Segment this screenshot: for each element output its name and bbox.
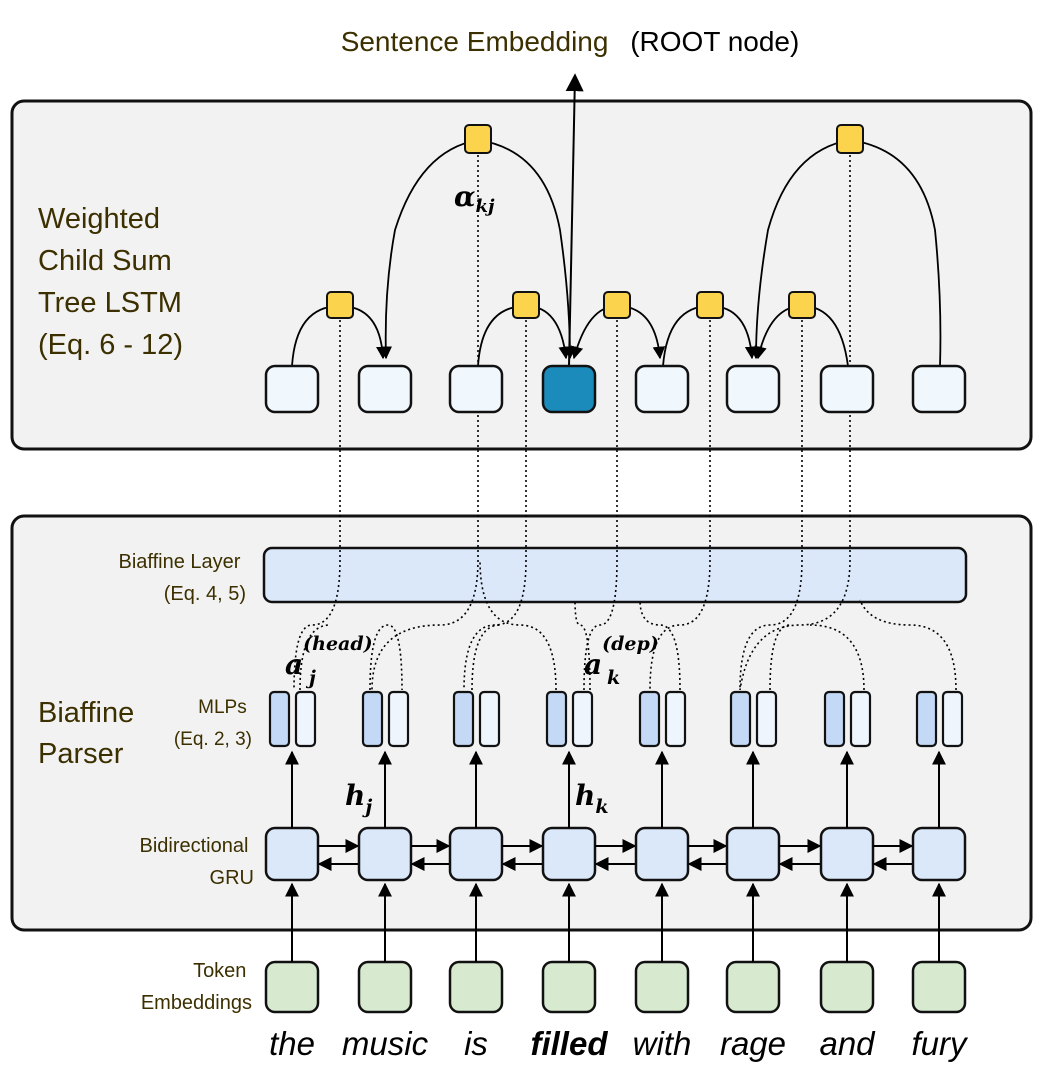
- mlp-dep: [478, 690, 501, 748]
- token-embedding: [264, 960, 320, 1014]
- mlp-head: [915, 690, 938, 748]
- gate: [836, 124, 864, 154]
- gate: [464, 124, 492, 154]
- mlp-head: [823, 690, 846, 748]
- tree-lstm-panel: [10, 99, 1033, 451]
- biaffine-parser-panel: [10, 514, 1033, 932]
- token-word: filled: [530, 1025, 608, 1062]
- gate: [696, 291, 724, 319]
- gru-cell: [911, 826, 967, 882]
- mlp-dep: [755, 690, 778, 748]
- gate: [788, 291, 816, 319]
- biaffine-layer: [262, 546, 968, 604]
- mlp-dep: [571, 690, 594, 748]
- token-embedding: [634, 960, 690, 1014]
- title-note: (ROOT node): [630, 26, 799, 57]
- dep-label: a(dep)k: [584, 633, 659, 689]
- tree-node: [634, 364, 690, 414]
- alpha-label: αkj: [454, 180, 495, 217]
- token-word: fury: [911, 1025, 969, 1062]
- tree-lstm-label: Weighted Child Sum Tree LSTM (Eq. 6 - 12…: [38, 203, 190, 361]
- svg-text:Sentence Embedding (ROOT n: Sentence Embedding (ROOT node): [341, 26, 800, 57]
- embeddings-label: Token Embeddings: [141, 960, 252, 1014]
- token-word: with: [633, 1025, 692, 1062]
- gru-label: Bidirectional GRU: [139, 835, 254, 889]
- mlp-dep: [849, 690, 872, 748]
- tree-node: [819, 364, 875, 414]
- token-embedding: [725, 960, 781, 1014]
- gru-cell: [357, 826, 413, 882]
- gru-cell: [819, 826, 875, 882]
- token-embedding: [357, 960, 413, 1014]
- gru-cell: [725, 826, 781, 882]
- mlp-dep: [387, 690, 410, 748]
- token-embedding: [541, 960, 597, 1014]
- mlp-dep: [941, 690, 964, 748]
- gates: [326, 124, 864, 319]
- parser-title: Biaffine Parser: [38, 697, 142, 770]
- gru-cell: [541, 826, 597, 882]
- token-word: music: [342, 1025, 429, 1062]
- tree-node: [725, 364, 781, 414]
- title-main: Sentence Embedding: [341, 26, 609, 57]
- gate: [603, 291, 631, 319]
- mlp-head: [268, 690, 291, 748]
- token-word: the: [269, 1025, 315, 1062]
- tree-node: [448, 364, 504, 414]
- token-embedding: [448, 960, 504, 1014]
- root-output-arrow: [565, 73, 584, 367]
- tree-node-root: [541, 364, 597, 414]
- tree-node: [264, 364, 320, 414]
- token-word: and: [819, 1025, 876, 1062]
- tree-node: [357, 364, 413, 414]
- gate: [512, 291, 540, 319]
- head-label: a(head)j: [285, 633, 373, 689]
- gru-cell: [634, 826, 690, 882]
- hj-label: hj: [345, 779, 372, 818]
- hk-label: hk: [575, 779, 609, 818]
- mlp-head: [545, 690, 568, 748]
- mlp-label: MLPs (Eq. 2, 3): [174, 697, 252, 750]
- mlp-dep: [664, 690, 687, 748]
- mlp-head: [452, 690, 475, 748]
- mlp-head: [729, 690, 752, 748]
- biaffine-layer-label: Biaffine Layer (Eq. 4, 5): [119, 551, 247, 605]
- tree-node: [911, 364, 967, 414]
- dotted-connections: [293, 150, 957, 691]
- mlp-head: [638, 690, 661, 748]
- mlp-dep: [294, 690, 317, 748]
- gate: [326, 291, 354, 319]
- gru-cell: [448, 826, 504, 882]
- mlp-head: [361, 690, 384, 748]
- token-embedding: [911, 960, 967, 1014]
- token-word: rage: [720, 1025, 786, 1062]
- token-word: is: [464, 1025, 488, 1062]
- token-embedding: [819, 960, 875, 1014]
- gru-cell: [264, 826, 320, 882]
